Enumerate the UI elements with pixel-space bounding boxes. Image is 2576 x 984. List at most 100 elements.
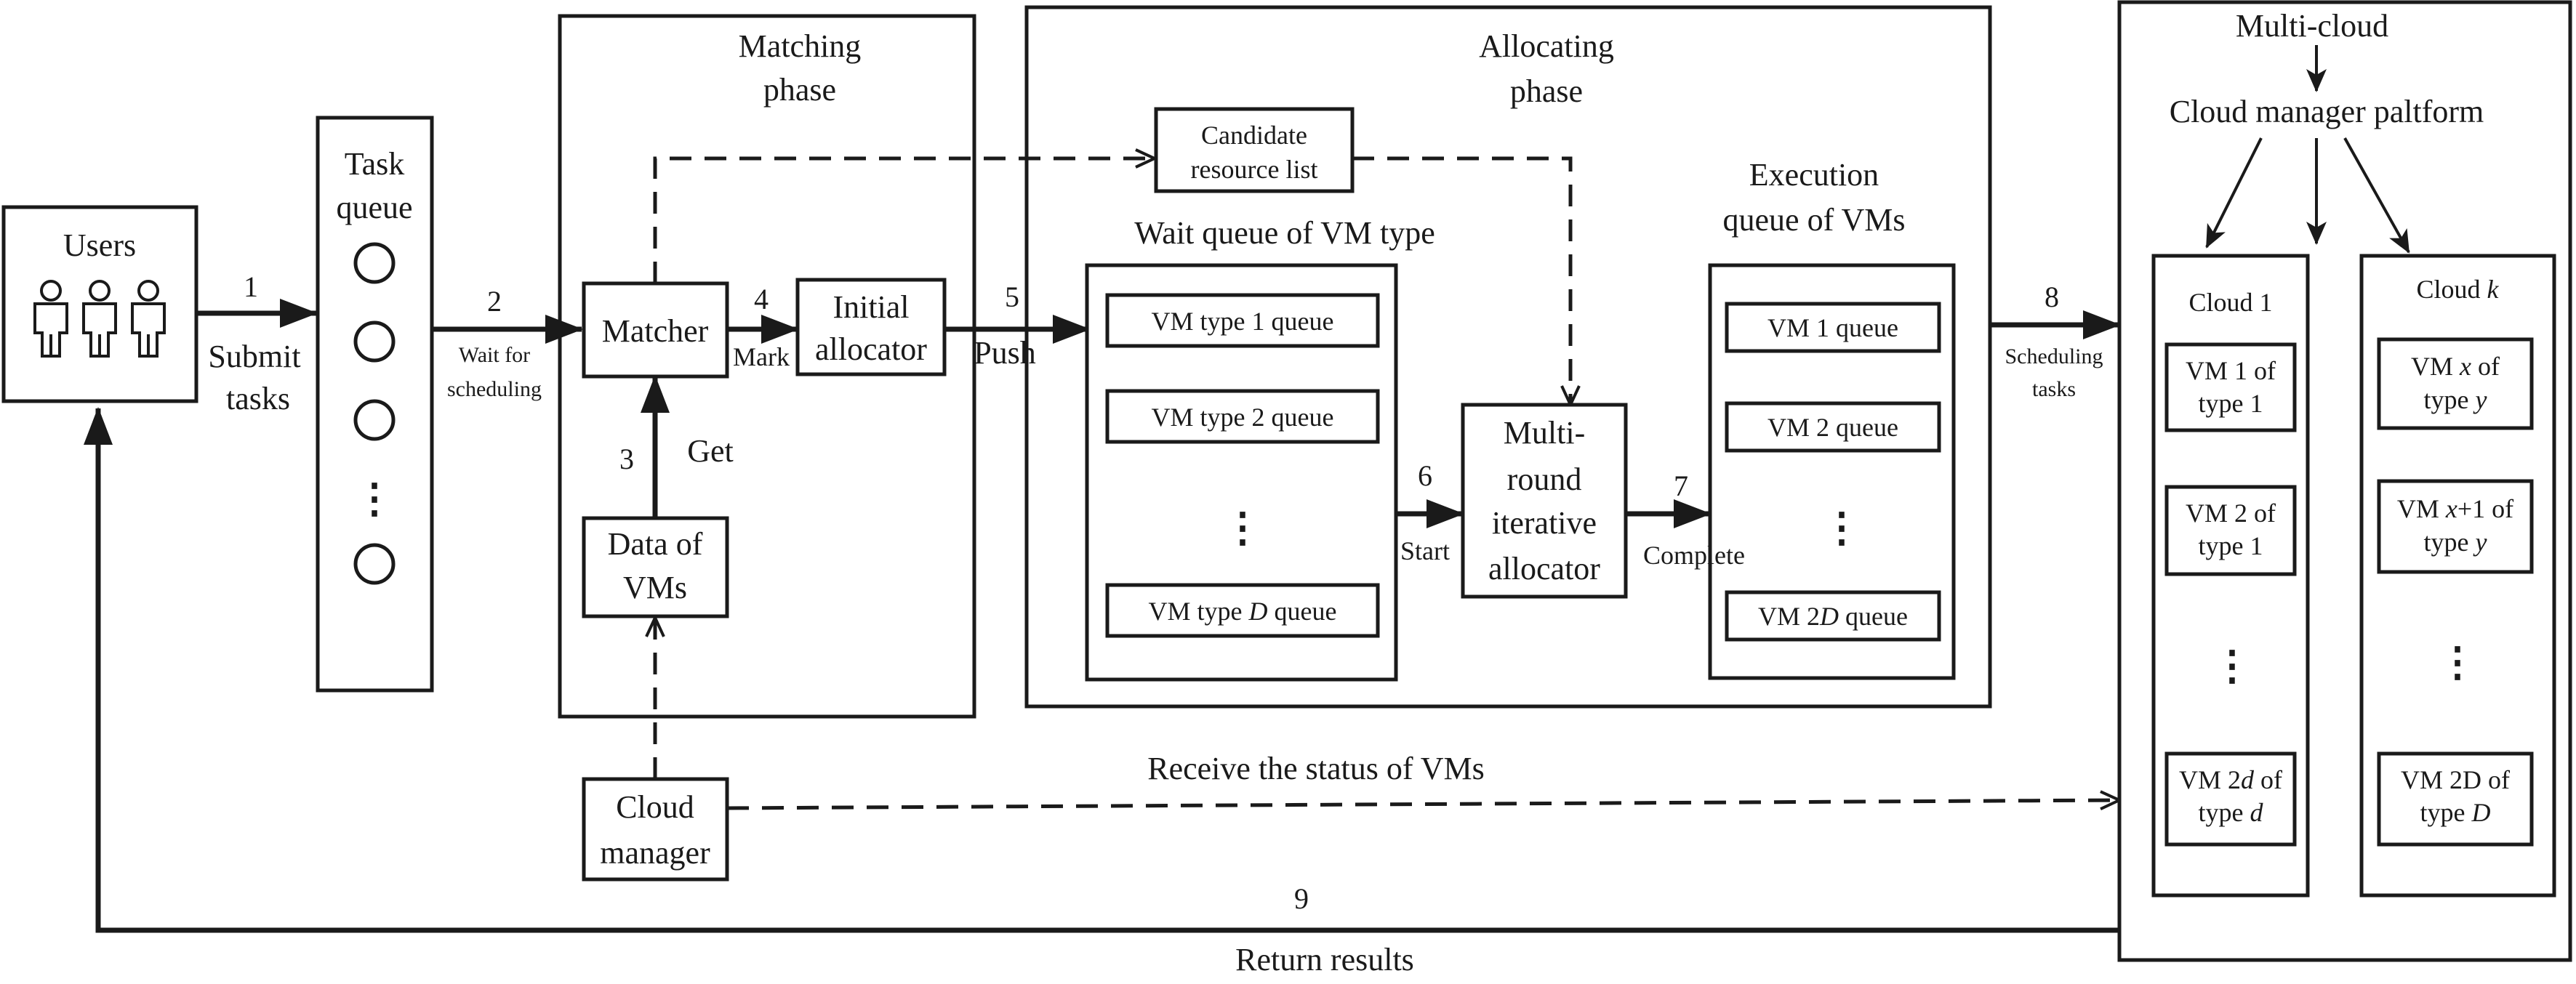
task-slot-circle — [353, 320, 396, 363]
wait-queue-item-label: VM type 2 queue — [1152, 403, 1334, 432]
cloud-manager-label-line1: Cloud — [616, 789, 694, 825]
wait-queue-item — [1105, 293, 1380, 348]
wait-queue-title: Wait queue of VM type — [1134, 215, 1435, 251]
matching-phase: Matching phase Matcher Initial allocator… — [558, 14, 976, 719]
wait-queue-ellipsis: ⋮ — [1222, 506, 1263, 551]
allocating-phase-title-line2: phase — [1510, 73, 1583, 109]
data-of-vms-label-line2: VMs — [623, 570, 687, 605]
cloudk-vm-label: type y — [2424, 385, 2487, 414]
initial-allocator-box — [795, 278, 947, 376]
cloud1-title: Cloud 1 — [2188, 288, 2272, 317]
cloudk-vm-box — [2377, 337, 2534, 430]
platform-to-cloudk-arrow — [2343, 137, 2410, 254]
step2-number: 2 — [487, 285, 502, 318]
step7-number: 7 — [1674, 469, 1688, 502]
initial-allocator-label-line1: Initial — [832, 289, 909, 325]
task-queue-label-line2: queue — [336, 190, 412, 225]
users-label: Users — [63, 227, 136, 263]
mria-label-line: allocator — [1488, 551, 1600, 586]
receive-status-dashed-arrow — [726, 800, 2119, 808]
task-slot-circle — [353, 543, 396, 585]
step8-label-line1: Scheduling — [2005, 344, 2103, 368]
cloudk-vm-label: VM x+1 of — [2397, 494, 2513, 523]
step4-label: Mark — [733, 342, 790, 371]
task-slot-circle — [353, 399, 396, 441]
wait-queue-item — [1105, 583, 1380, 638]
matcher-to-candidate-dashed-arrow — [653, 158, 1155, 283]
wait-queue-item-label: VM type 1 queue — [1152, 307, 1334, 336]
execution-queue-title-line2: queue of VMs — [1723, 202, 1906, 238]
cloudk-vm-label: type D — [2420, 798, 2491, 827]
matching-phase-title-line1: Matching — [739, 28, 862, 64]
wait-queue-item — [1105, 389, 1380, 444]
candidate-to-allocator-dashed-arrow — [1352, 156, 1570, 405]
allocating-phase-title-line1: Allocating — [1479, 28, 1614, 64]
users-group-icon — [33, 280, 166, 358]
initial-allocator-label-line2: allocator — [815, 331, 927, 367]
step5-number: 5 — [1005, 281, 1019, 313]
cloud1-vm-label: VM 2 of — [2186, 499, 2276, 528]
candidate-resource-list-label-line2: resource list — [1191, 155, 1318, 184]
step8-label-line2: tasks — [2032, 377, 2076, 401]
cloud1-ellipsis: ⋮ — [2212, 644, 2252, 689]
mria-label-line: Multi- — [1504, 415, 1585, 451]
step3-number: 3 — [619, 443, 634, 475]
cloudk-vm-label: type y — [2424, 528, 2487, 557]
data-of-vms-box — [582, 516, 729, 618]
task-slot-circle — [353, 242, 396, 284]
matching-phase-title-line2: phase — [763, 72, 836, 108]
cloudk-title: Cloud k — [2417, 275, 2500, 304]
cloudk-ellipsis: ⋮ — [2437, 640, 2478, 685]
cloud1-vm-label: type 1 — [2199, 389, 2263, 418]
execution-queue-item-label: VM 1 queue — [1768, 313, 1898, 342]
step9-return-arrow — [84, 407, 2119, 933]
multi-cloud-panel: Multi-cloud Cloud manager paltform Cloud… — [2117, 0, 2572, 962]
step7-label: Complete — [1643, 541, 1745, 570]
candidate-resource-list-box — [1154, 107, 1355, 193]
step1-number: 1 — [244, 270, 258, 303]
step1-label-line2: tasks — [226, 381, 290, 416]
multi-cloud-title: Multi-cloud — [2236, 8, 2388, 44]
execution-queue-title-line1: Execution — [1749, 157, 1879, 193]
execution-queue-ellipsis: ⋮ — [1821, 506, 1862, 551]
cloud1-vm-label: VM 1 of — [2186, 356, 2276, 385]
cloud-manager-label-line2: manager — [600, 835, 710, 871]
task-queue-label-line1: Task — [345, 146, 404, 182]
execution-queue-item-label: VM 2 queue — [1768, 413, 1898, 442]
matcher-label: Matcher — [602, 313, 709, 349]
execution-queue-item — [1725, 302, 1941, 353]
execution-queue-item — [1725, 401, 1941, 453]
allocating-phase: Allocating phase Candidate resource list… — [1024, 5, 1992, 709]
data-of-vms-label-line1: Data of — [608, 526, 703, 562]
users-node: Users — [1, 205, 198, 403]
step2-label-line1: Wait for — [459, 343, 530, 367]
task-queue-ellipsis: ⋮ — [354, 477, 395, 522]
cloudk-vm-box — [2377, 479, 2534, 574]
step6-label: Start — [1400, 536, 1450, 565]
cloudk-vm-label: VM 2D of — [2401, 765, 2510, 794]
step3-label: Get — [687, 433, 734, 469]
step2-label-line2: scheduling — [447, 377, 542, 401]
cloudk-vm-box — [2377, 751, 2534, 847]
task-queue: Task queue ⋮ — [316, 116, 434, 693]
step8-number: 8 — [2045, 281, 2059, 313]
wait-queue-item-label: VM type D queue — [1149, 597, 1337, 626]
cloud-manager-node: Cloud manager — [582, 777, 729, 882]
step4-number: 4 — [754, 283, 769, 315]
candidate-resource-list-label-line1: Candidate — [1201, 121, 1307, 150]
mria-label-line: round — [1507, 461, 1582, 497]
cloud1-vm-box — [2164, 751, 2297, 847]
cloud1-vm-box — [2164, 342, 2297, 432]
multi-round-iterative-allocator-box — [1461, 403, 1628, 599]
cloud-manager-platform-label: Cloud manager paltform — [2170, 94, 2484, 129]
receive-status-label: Receive the status of VMs — [1147, 751, 1485, 786]
mria-label-line: iterative — [1492, 505, 1597, 541]
step9-number: 9 — [1294, 882, 1309, 915]
step6-number: 6 — [1418, 459, 1432, 492]
cloud1-vm-box — [2164, 485, 2297, 576]
execution-queue-item-label: VM 2D queue — [1758, 602, 1908, 631]
cloud1-vm-label: VM 2d of — [2179, 765, 2282, 794]
platform-to-cloud1-arrow — [2205, 137, 2263, 249]
step1-label-line1: Submit — [208, 339, 300, 374]
